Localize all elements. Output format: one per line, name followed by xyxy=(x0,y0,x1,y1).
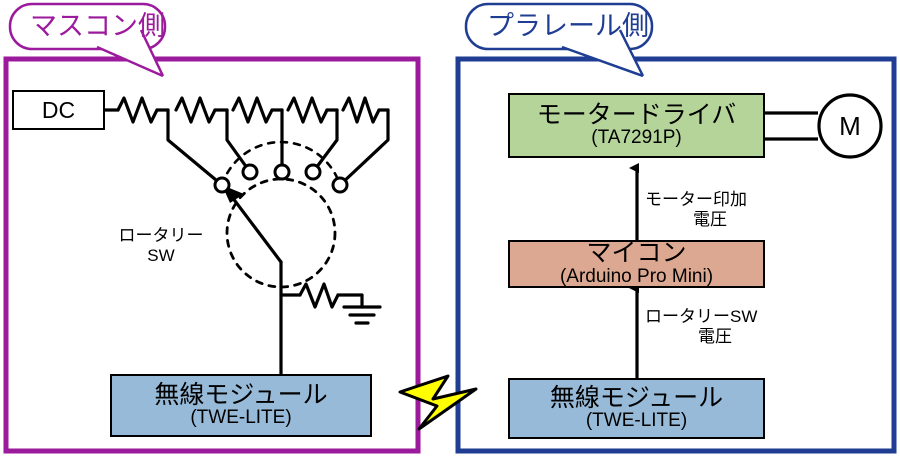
right-panel-callout-label: プラレール側 xyxy=(487,11,649,41)
switch-contact-4 xyxy=(304,163,322,181)
right-wireless-module-name: 無線モジュール xyxy=(549,383,724,412)
switch-contact-dashed-arc xyxy=(220,140,342,187)
tap-1-to-contact-1 xyxy=(166,108,224,187)
motor-symbol-circle xyxy=(817,93,883,159)
wireless-link-bolt xyxy=(398,374,478,431)
dc-source-label: DC xyxy=(41,96,76,123)
tap-4-to-contact-4 xyxy=(311,108,339,174)
rotary-sw-voltage-arrow-label: ロータリーSW 電圧 xyxy=(645,307,785,347)
microcontroller-block: マイコン (Arduino Pro Mini) xyxy=(508,240,765,288)
left-wireless-module-block: 無線モジュール (TWE-LITE) xyxy=(110,374,372,437)
microcontroller-name: マイコン xyxy=(586,239,687,268)
right-panel-wiring xyxy=(629,111,818,378)
right-wireless-module-block: 無線モジュール (TWE-LITE) xyxy=(508,378,765,439)
tap-5-to-contact-5 xyxy=(338,108,390,187)
resistor-4 xyxy=(286,96,329,124)
rotary-switch-label: ロータリー SW xyxy=(106,226,216,266)
right-panel-frame xyxy=(455,56,897,454)
left-panel-callout-label: マスコン側 xyxy=(30,11,165,41)
left-callout-bubble xyxy=(8,2,167,78)
resistor-2 xyxy=(174,96,217,124)
motor-driver-name: モータードライバ xyxy=(536,100,737,129)
rotary-sw-voltage-arrow-label-line2: 電圧 xyxy=(698,327,732,347)
motor-voltage-arrow-label-line2: 電圧 xyxy=(693,210,727,230)
rotary-sw-voltage-arrow-label-line1: ロータリーSW xyxy=(645,307,758,326)
resistor-5 xyxy=(341,96,381,124)
motor-voltage-arrow-label: モーター印加 電圧 xyxy=(645,190,775,230)
motor-voltage-arrow-label-line1: モーター印加 xyxy=(645,190,747,209)
rotary-switch-label-line2: SW xyxy=(147,246,175,266)
rotary-switch-contacts xyxy=(213,163,349,194)
resistor-1 xyxy=(116,96,159,124)
left-wireless-module-part: (TWE-LITE) xyxy=(190,407,292,429)
switch-contact-5 xyxy=(331,176,349,194)
dc-source-box: DC xyxy=(12,90,105,130)
left-panel-frame xyxy=(3,56,421,454)
motor-driver-part: (TA7291P) xyxy=(591,127,682,149)
switch-contact-3 xyxy=(273,163,291,181)
left-circuit-wiring xyxy=(103,96,390,387)
rotary-switch-label-line1: ロータリー xyxy=(118,226,204,245)
motor-driver-block: モータードライバ (TA7291P) xyxy=(508,93,765,158)
left-wireless-module-name: 無線モジュール xyxy=(154,380,328,409)
right-wireless-module-part: (TWE-LITE) xyxy=(585,410,688,432)
tap-2-to-contact-2 xyxy=(225,108,252,174)
wire-pulldown-to-gnd xyxy=(336,293,364,309)
rotary-switch-wiper xyxy=(224,187,283,264)
switch-contact-1 xyxy=(213,176,231,194)
motor-symbol-label: M xyxy=(839,111,861,141)
resistor-3 xyxy=(231,96,274,124)
right-callout-bubble xyxy=(464,2,654,78)
pulldown-resistor xyxy=(298,282,340,309)
switch-contact-2 xyxy=(241,163,259,181)
microcontroller-part: (Arduino Pro Mini) xyxy=(559,265,714,287)
